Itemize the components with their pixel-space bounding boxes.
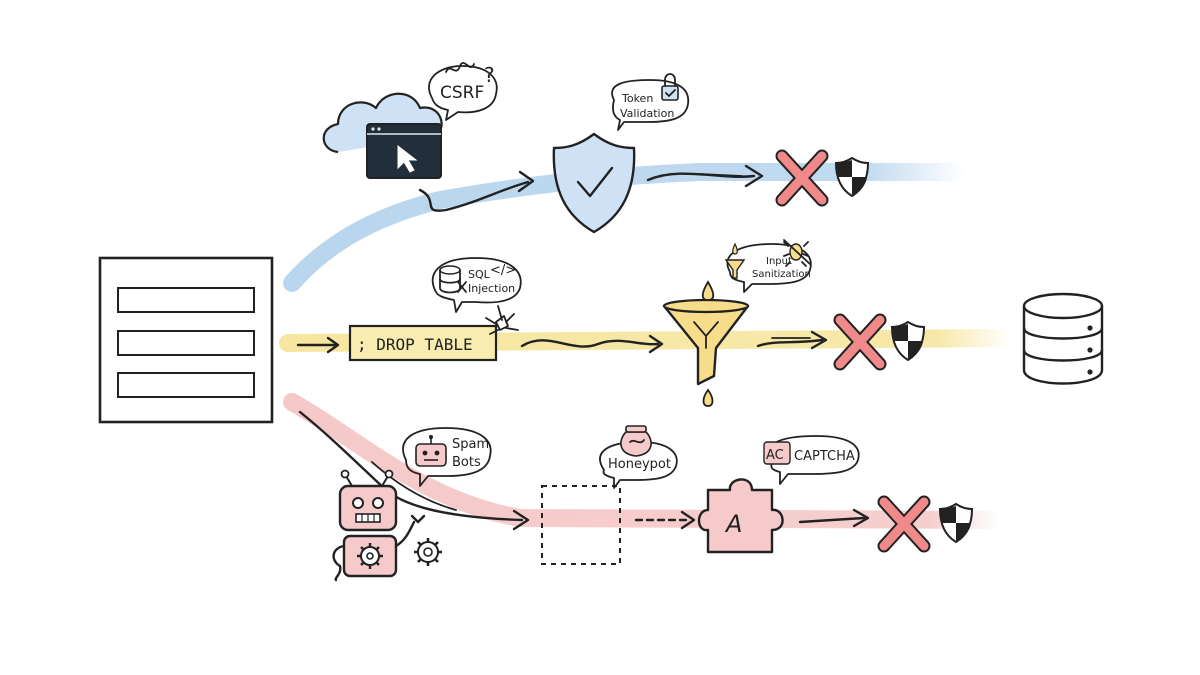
- csrf-mini-shield-icon: [834, 156, 870, 198]
- honeypot-bubble: Honeypot: [599, 425, 678, 489]
- gear-icon: [357, 543, 383, 569]
- web-form: [98, 256, 274, 424]
- honeypot-label: Honeypot: [608, 457, 671, 472]
- bot-stream: [283, 393, 1009, 529]
- csrf-blocked-x-icon: [775, 149, 829, 207]
- sql-payload-box: ; DROP TABLE: [348, 324, 498, 362]
- robot-icon: [332, 469, 426, 582]
- form-field-3: [117, 372, 255, 398]
- database-mini-icon: [439, 265, 461, 294]
- input-label: Input: [766, 256, 792, 267]
- bot-blocked-x-icon: [877, 495, 931, 553]
- sql-label: SQL: [468, 268, 491, 281]
- honeypot-icon: [620, 425, 652, 457]
- captcha-glyph-icon: AC: [763, 441, 791, 465]
- bots-label: Bots: [452, 455, 481, 470]
- funnel-icon: [662, 280, 750, 407]
- captcha-bubble: AC CAPTCHA: [763, 435, 860, 485]
- mini-robot-icon: [415, 435, 447, 467]
- svg-text:AC: AC: [766, 448, 784, 463]
- csrf-label: CSRF: [440, 83, 484, 103]
- sql-injection-bubble: </> SQL Injection: [431, 257, 522, 313]
- captcha-label: CAPTCHA: [794, 449, 855, 464]
- puzzle-glyph: A: [724, 510, 742, 538]
- bug-icon: [783, 239, 811, 267]
- spam-label: Spam: [452, 437, 489, 452]
- injection-label: Injection: [468, 282, 515, 295]
- spam-bots-bubble: Spam Bots: [402, 427, 492, 487]
- bot-arrow-3: [798, 516, 866, 524]
- sql-blocked-x-icon: [833, 313, 887, 371]
- database-icon: [1022, 292, 1104, 385]
- sql-arrow-2: [520, 339, 660, 348]
- token-label: Token: [621, 92, 653, 105]
- gear-icon-2: [414, 538, 442, 566]
- sql-mini-shield-icon: [890, 320, 926, 362]
- lock-icon: [661, 73, 679, 101]
- csrf-arrow-1: [418, 180, 530, 212]
- scribble-icon: [445, 61, 475, 73]
- drop-top-icon: [701, 280, 715, 301]
- sql-payload-text: ; DROP TABLE: [357, 335, 473, 354]
- csrf-speech-bubble: CSRF ?: [428, 61, 498, 121]
- form-field-1: [117, 287, 255, 313]
- question-mark: ?: [484, 63, 495, 87]
- honeypot-hidden-field: [541, 485, 621, 565]
- bot-mini-shield-icon: [938, 502, 974, 544]
- code-glyph: </>: [490, 263, 516, 278]
- sql-arrow-3: [756, 338, 824, 348]
- x-mark-icon: [457, 281, 467, 293]
- sanitization-label: Sanitization: [752, 269, 811, 280]
- shield-check-icon: [552, 132, 636, 234]
- validation-label: Validation: [620, 107, 674, 120]
- mini-funnel-icon: [724, 259, 746, 279]
- browser-cursor-icon: [366, 123, 442, 179]
- spark-icon: [485, 305, 519, 335]
- drop-bottom-icon: [702, 388, 714, 407]
- token-validation-bubble: Token Validation: [611, 73, 690, 131]
- form-field-2: [117, 330, 255, 356]
- puzzle-icon: A: [697, 478, 784, 554]
- input-sanitization-bubble: Input Sanitization: [724, 239, 812, 293]
